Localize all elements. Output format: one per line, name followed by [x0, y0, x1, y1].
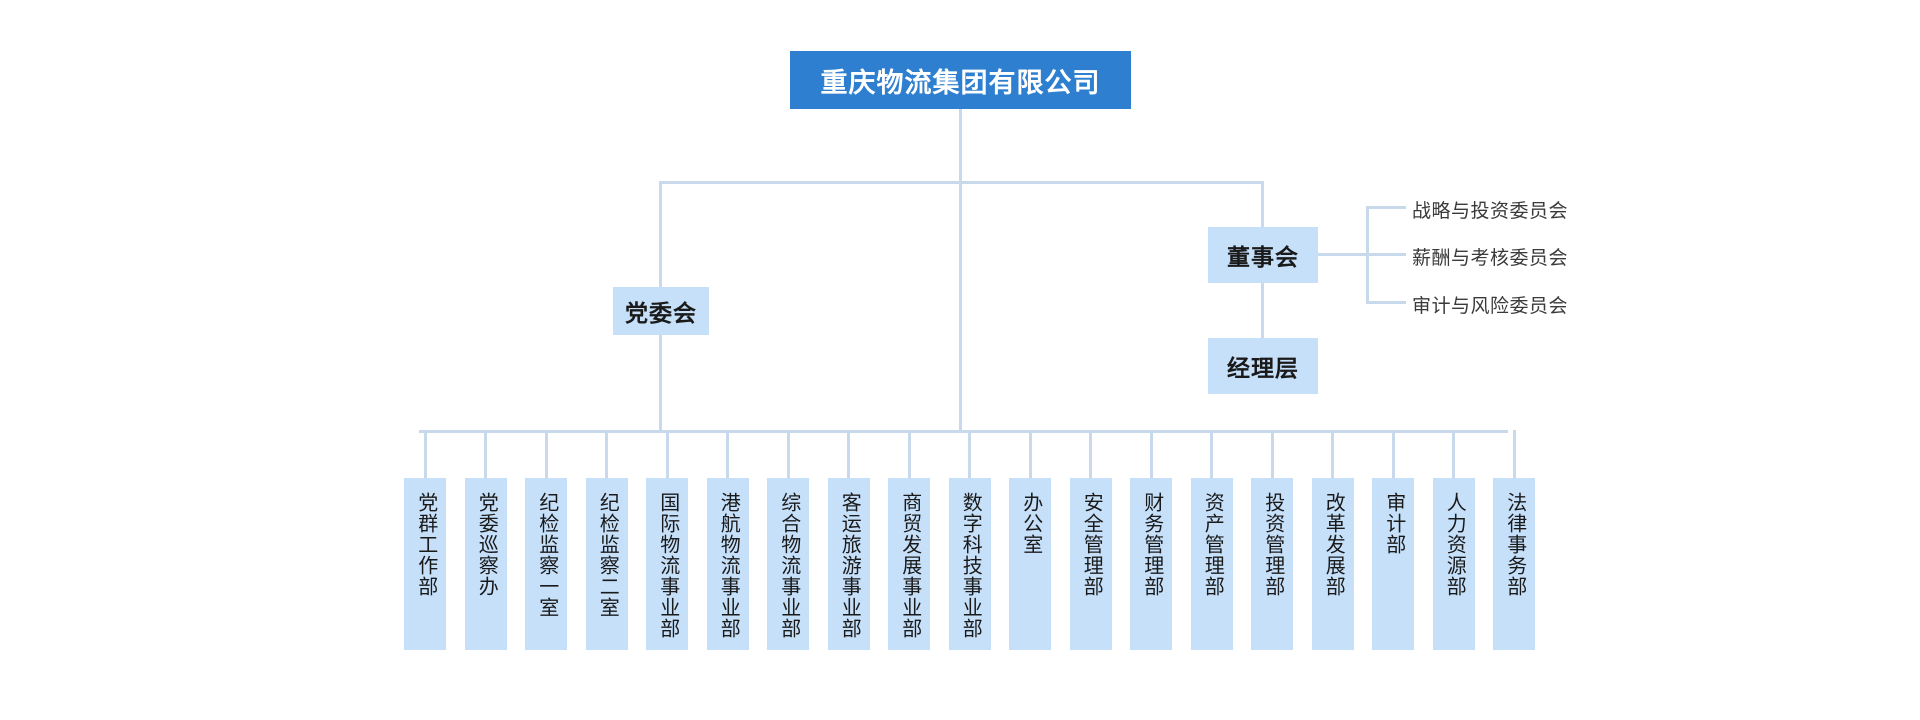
connector-department-drop — [726, 430, 729, 478]
connector-committee-leader-2 — [1366, 253, 1406, 256]
department-node-label: 财务管理部 — [1140, 492, 1163, 597]
department-node[interactable]: 办公室 — [1009, 478, 1051, 650]
connector-root-stem — [959, 109, 962, 183]
department-node-label: 国际物流事业部 — [656, 492, 679, 639]
department-node-label: 法律事务部 — [1503, 492, 1526, 597]
connector-department-drop — [968, 430, 971, 478]
department-node[interactable]: 法律事务部 — [1493, 478, 1535, 650]
node-party-committee[interactable]: 党委会 — [613, 287, 709, 335]
connector-department-drop — [1512, 430, 1516, 478]
node-company-root-label: 重庆物流集团有限公司 — [820, 67, 1101, 98]
department-node[interactable]: 港航物流事业部 — [706, 478, 749, 650]
connector-root-to-department-bus — [959, 184, 962, 430]
department-node-label: 党委巡察办 — [475, 492, 498, 597]
department-node-label: 办公室 — [1019, 492, 1042, 555]
department-node-label: 综合物流事业部 — [777, 492, 800, 639]
department-node[interactable]: 财务管理部 — [1130, 478, 1172, 650]
connector-department-drop — [786, 430, 790, 478]
department-node[interactable]: 纪检监察一室 — [525, 478, 567, 650]
node-board-of-directors-label: 董事会 — [1227, 244, 1299, 270]
connector-party-committee-to-department-bus — [659, 335, 662, 430]
committee-item-compensation-assessment-label: 薪酬与考核委员会 — [1412, 248, 1569, 269]
node-management[interactable]: 经理层 — [1208, 338, 1318, 394]
connector-board-to-management — [1261, 283, 1264, 338]
department-node-label: 客运旅游事业部 — [838, 492, 861, 639]
department-node[interactable]: 投资管理部 — [1251, 478, 1293, 650]
committee-item-compensation-assessment[interactable]: 薪酬与考核委员会 — [1412, 243, 1568, 270]
department-node-label: 纪检监察一室 — [535, 492, 558, 618]
connector-department-drop — [605, 430, 608, 478]
department-node[interactable]: 审计部 — [1372, 478, 1414, 650]
node-board-of-directors[interactable]: 董事会 — [1208, 227, 1318, 283]
connector-committee-leader-1 — [1366, 206, 1406, 209]
connector-department-drop — [1452, 430, 1455, 478]
department-node-label: 党群工作部 — [414, 492, 437, 597]
connector-committee-leader-3 — [1366, 301, 1406, 304]
connector-department-drop — [423, 430, 427, 478]
department-node[interactable]: 纪检监察二室 — [585, 478, 628, 650]
department-node-label: 数字科技事业部 — [959, 492, 982, 639]
department-node[interactable]: 改革发展部 — [1311, 478, 1354, 650]
department-node[interactable]: 人力资源部 — [1432, 478, 1475, 650]
connector-department-drop — [1331, 430, 1334, 478]
connector-department-drop — [1270, 430, 1274, 478]
connector-department-bus — [419, 430, 1508, 433]
connector-department-drop — [1149, 430, 1153, 478]
node-company-root[interactable]: 重庆物流集团有限公司 — [790, 51, 1131, 109]
department-node-label: 商贸发展事业部 — [898, 492, 921, 639]
department-node-label: 投资管理部 — [1261, 492, 1284, 597]
department-node[interactable]: 商贸发展事业部 — [888, 478, 930, 650]
node-management-label: 经理层 — [1227, 355, 1299, 381]
department-node-label: 人力资源部 — [1443, 492, 1466, 597]
committee-item-strategy-investment[interactable]: 战略与投资委员会 — [1412, 196, 1568, 223]
department-node[interactable]: 安全管理部 — [1069, 478, 1112, 650]
connector-department-drop — [1210, 430, 1213, 478]
connector-board-to-committees — [1318, 253, 1400, 256]
department-node-label: 改革发展部 — [1322, 492, 1345, 597]
department-node-label: 安全管理部 — [1080, 492, 1103, 597]
connector-department-drop — [1028, 430, 1032, 478]
department-node-label: 港航物流事业部 — [717, 492, 740, 639]
connector-top-bus — [659, 181, 1264, 184]
department-node[interactable]: 数字科技事业部 — [948, 478, 991, 650]
department-node[interactable]: 资产管理部 — [1190, 478, 1233, 650]
department-node-label: 纪检监察二室 — [596, 492, 619, 618]
node-party-committee-label: 党委会 — [625, 300, 697, 326]
department-node[interactable]: 党群工作部 — [404, 478, 446, 650]
connector-party-committee-drop — [659, 181, 662, 287]
committee-item-strategy-investment-label: 战略与投资委员会 — [1412, 201, 1569, 222]
department-node[interactable]: 党委巡察办 — [464, 478, 507, 650]
committee-item-audit-risk-label: 审计与风险委员会 — [1412, 296, 1569, 317]
department-node[interactable]: 客运旅游事业部 — [827, 478, 870, 650]
department-node-label: 审计部 — [1382, 492, 1405, 555]
connector-department-drop — [544, 430, 548, 478]
department-node[interactable]: 综合物流事业部 — [767, 478, 809, 650]
connector-department-drop — [665, 430, 669, 478]
department-node-label: 资产管理部 — [1201, 492, 1224, 597]
department-node[interactable]: 国际物流事业部 — [646, 478, 688, 650]
connector-department-drop — [907, 430, 911, 478]
connector-board-drop — [1261, 181, 1264, 227]
connector-department-drop — [847, 430, 850, 478]
connector-department-drop — [484, 430, 487, 478]
connector-department-drop — [1391, 430, 1395, 478]
committee-item-audit-risk[interactable]: 审计与风险委员会 — [1412, 291, 1568, 318]
connector-department-drop — [1089, 430, 1092, 478]
